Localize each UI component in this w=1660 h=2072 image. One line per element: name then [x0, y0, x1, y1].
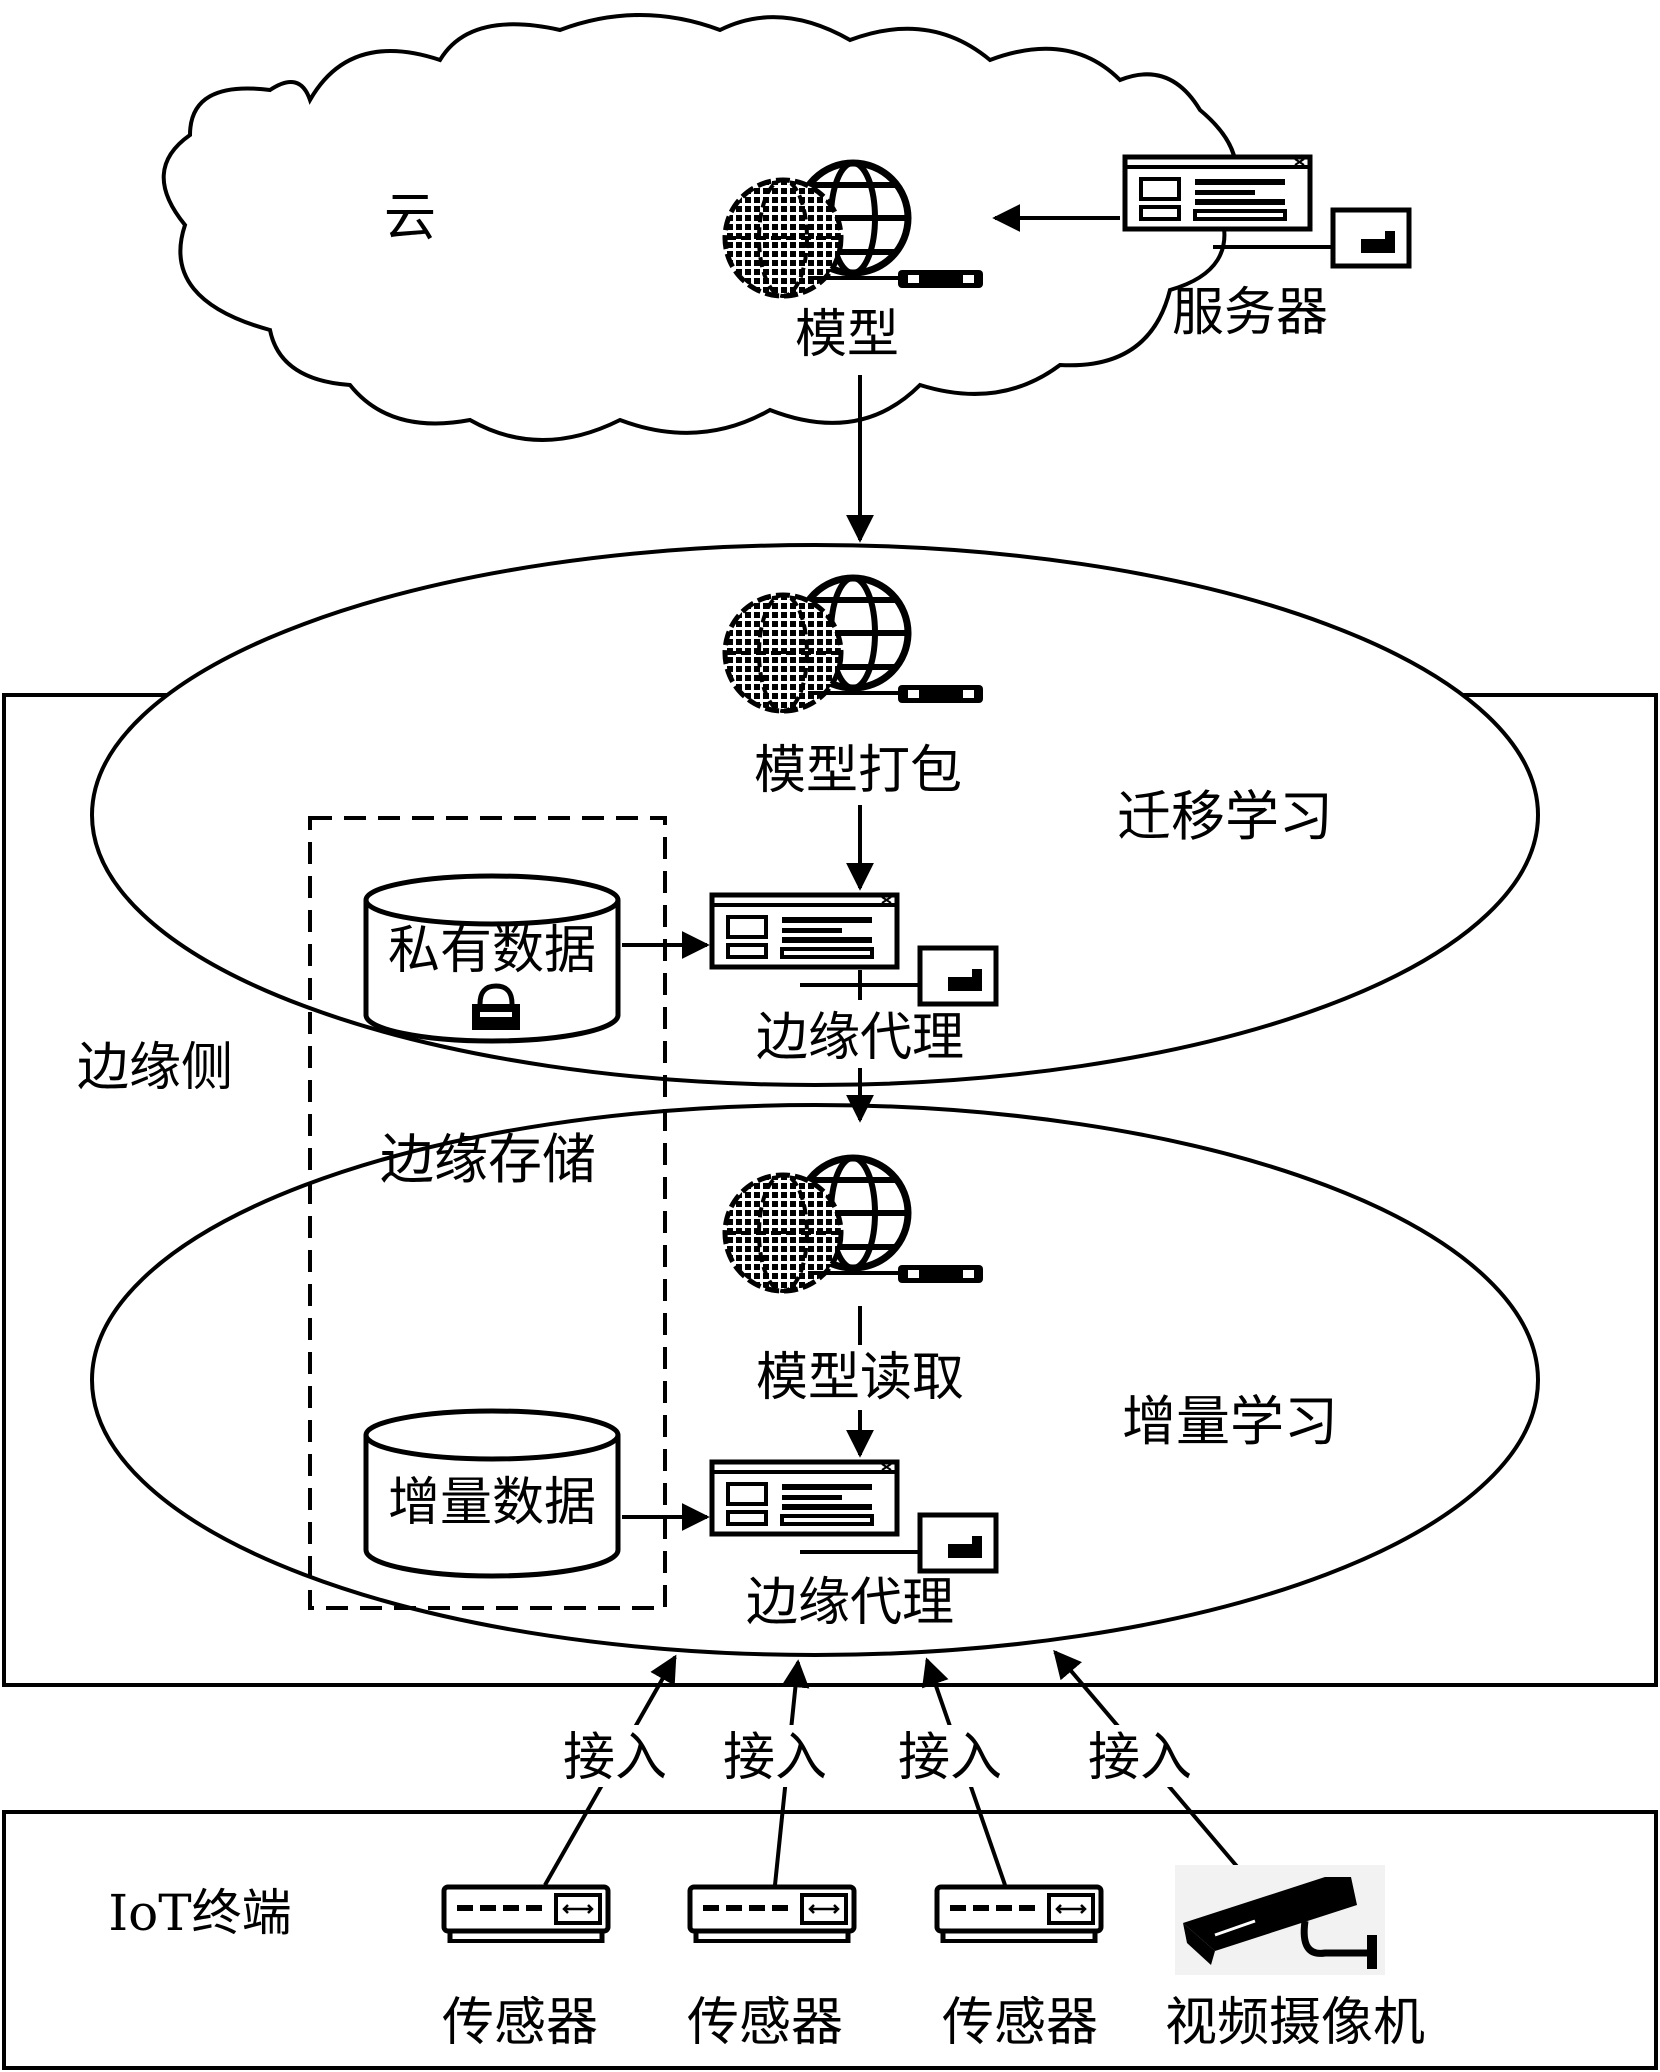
edge-storage-box [308, 816, 667, 1610]
cloud-model-label: 模型 [795, 305, 899, 365]
cloud-label: 云 [384, 188, 436, 248]
model-read-label: 模型读取 [756, 1348, 964, 1408]
device-label-2: 传感器 [687, 1993, 843, 2053]
incremental-learning-label: 增量学习 [1122, 1390, 1338, 1453]
camera-icon [1175, 1865, 1385, 1975]
cloud-shape [161, 13, 1238, 442]
iot-terminal-box [2, 1810, 1658, 2070]
device-label-1: 传感器 [442, 1993, 598, 2053]
device-label-3: 传感器 [942, 1993, 1098, 2053]
access-label-bg [890, 1725, 1010, 1787]
access-label-1: 接入 [563, 1728, 667, 1788]
edge-agent-top-label: 边缘代理 [756, 1008, 964, 1068]
sensor-icon [937, 1887, 1101, 1943]
iot-terminal-label: IoT终端 [108, 1884, 291, 1942]
access-label-3: 接入 [898, 1728, 1002, 1788]
sensor-icon [690, 1887, 854, 1943]
private-data-label: 私有数据 [388, 921, 596, 981]
edge-side-label: 边缘侧 [77, 1038, 233, 1098]
access-label-bg [1080, 1725, 1200, 1787]
server-label: 服务器 [1172, 283, 1328, 343]
access-label-bg [555, 1725, 675, 1787]
edge-agent-bottom-label: 边缘代理 [746, 1573, 954, 1633]
access-label-2: 接入 [723, 1728, 827, 1788]
lock-icon [472, 983, 520, 1030]
model-pack-label: 模型打包 [754, 741, 962, 801]
transfer-learning-label: 迁移学习 [1117, 785, 1333, 848]
incremental-data-label: 增量数据 [388, 1473, 596, 1533]
access-label-4: 接入 [1088, 1728, 1192, 1788]
device-label-4: 视频摄像机 [1165, 1993, 1425, 2053]
edge-storage-label: 边缘存储 [380, 1128, 596, 1191]
access-label-bg [715, 1725, 835, 1787]
sensor-icon [444, 1887, 608, 1943]
